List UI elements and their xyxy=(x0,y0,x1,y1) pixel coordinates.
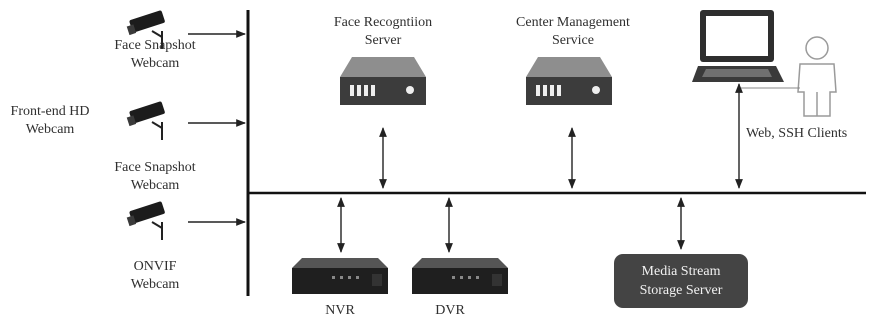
user-icon xyxy=(797,36,837,117)
web-ssh-clients-label: Web, SSH Clients xyxy=(746,126,848,141)
webcam-icon xyxy=(126,101,165,140)
webcam-icon xyxy=(126,10,165,49)
dvr-device-icon xyxy=(412,258,508,294)
laptop-icon xyxy=(692,10,784,82)
center-management-service-label: Center Management Service xyxy=(516,15,630,48)
face-snapshot-webcam-label: Face Snapshot Webcam xyxy=(114,160,196,193)
media-stream-storage-server: Media Stream Storage Server xyxy=(614,254,748,308)
front-end-webcam-label: Front-end HD Webcam xyxy=(10,104,90,137)
nvr-device-icon xyxy=(292,258,388,294)
dvr-label: DVR xyxy=(435,303,465,318)
face-server-icon xyxy=(340,57,426,105)
center-server-icon xyxy=(526,57,612,105)
webcam-icon xyxy=(126,201,165,240)
face-recognition-server-label: Face Recogntiion Server xyxy=(333,15,433,48)
face-snapshot-webcam-label: Face Snapshot Webcam xyxy=(114,38,196,71)
onvif-webcam-label: ONVIF Webcam xyxy=(130,259,180,292)
nvr-label: NVR xyxy=(325,303,355,318)
